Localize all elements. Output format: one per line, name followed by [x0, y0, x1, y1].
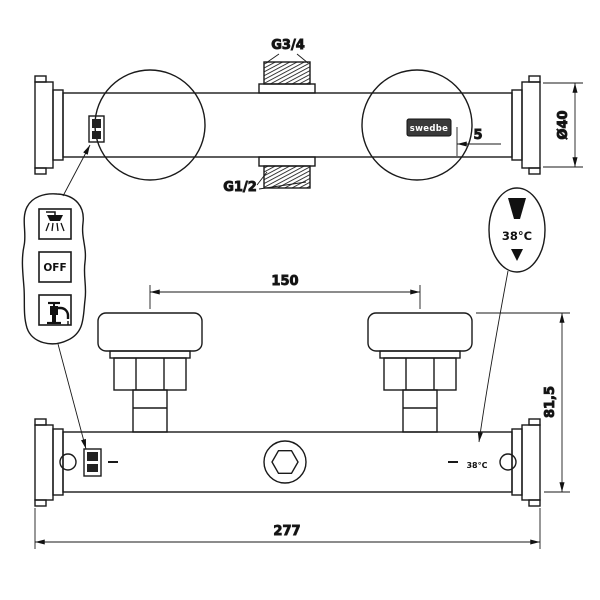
diverter-switch-mark-top	[92, 119, 101, 128]
mode-callout-balloon	[21, 193, 87, 345]
mode-leader-to-side-view	[62, 144, 91, 197]
right-connection-nut	[383, 357, 457, 391]
dim277-label: 277	[273, 524, 300, 539]
left-connection-lip	[109, 350, 191, 359]
dim815-label: 81,5	[543, 386, 558, 418]
right-escutcheon-tab-top	[528, 75, 541, 83]
bottom-thread-g12	[263, 165, 311, 189]
shower-icon	[45, 211, 65, 232]
thread-top-label: G3/4	[271, 38, 305, 53]
temperature-callout: 38°C	[477, 187, 546, 443]
left-screw-detail	[59, 453, 77, 471]
front-right-tab-top	[528, 418, 541, 426]
left-escutcheon-step	[52, 89, 64, 161]
brand-label: swedbe	[410, 124, 448, 134]
hex-socket-icon	[271, 450, 299, 474]
dim150-label: 150	[271, 274, 298, 289]
temp-callout-label: 38°C	[502, 229, 532, 243]
front-left-tab-top	[34, 418, 47, 426]
brand-plate-bg	[406, 118, 452, 137]
diverter-knob-front	[83, 448, 102, 477]
front-right-escutcheon	[521, 424, 541, 501]
left-connection-pipe	[132, 389, 168, 433]
g12-leader-left	[256, 171, 268, 186]
front-left-step	[52, 428, 64, 496]
g12-leader-right	[258, 181, 307, 190]
left-escutcheon	[34, 81, 54, 169]
center-cap-circle	[263, 440, 307, 484]
right-escutcheon	[521, 81, 541, 169]
temp-callout-balloon	[488, 187, 546, 273]
mixer-body-front	[62, 431, 513, 493]
mode-leader-to-front-view	[57, 343, 87, 450]
right-handle-circle	[361, 69, 473, 181]
front-left-tab-bottom	[34, 499, 47, 507]
diameter-dim-label: Ø40	[556, 110, 571, 139]
front-right-tab-bottom	[528, 499, 541, 507]
off-label: OFF	[43, 262, 66, 274]
left-escutcheon-tab-top	[34, 75, 47, 83]
side-view-dimensions: G3/4 G1/2 5 Ø40	[223, 38, 583, 195]
left-connection-flange	[97, 312, 203, 352]
right-connection-lip	[379, 350, 461, 359]
front-view-dimensions: 150 81,5 277	[34, 274, 570, 549]
temp-leader-to-front-view	[477, 270, 509, 443]
front-right-step	[511, 428, 523, 496]
mode-box-tap	[38, 294, 72, 326]
front-view	[34, 312, 541, 507]
top-thread-shoulder	[258, 83, 316, 94]
g34-leader-right	[296, 53, 309, 64]
diverter-knob-mark-bottom	[87, 464, 98, 472]
thread-bottom-label: G1/2	[223, 180, 257, 195]
left-escutcheon-tab-bottom	[34, 167, 47, 175]
temp-mark-label: 38°C	[466, 461, 487, 470]
right-connection-pipe	[402, 389, 438, 433]
right-escutcheon-tab-bottom	[528, 167, 541, 175]
mode-box-shower	[38, 208, 72, 240]
mode-selector-callout: OFF	[21, 144, 91, 450]
safety-stop-icon	[508, 198, 526, 219]
down-triangle-icon	[511, 249, 523, 261]
diverter-switch-mark-bottom	[92, 131, 101, 139]
top-thread-g34	[263, 61, 311, 85]
diverter-switch-side	[88, 115, 105, 143]
front-left-escutcheon	[34, 424, 54, 501]
left-handle-circle	[94, 69, 206, 181]
left-connection-nut	[113, 357, 187, 391]
right-escutcheon-step	[511, 89, 523, 161]
tap-icon	[47, 301, 70, 325]
mode-box-off	[38, 251, 72, 283]
right-screw-detail	[499, 453, 517, 471]
diverter-knob-mark-top	[87, 452, 98, 461]
brand-plate: swedbe	[406, 118, 452, 137]
right-connection-flange	[367, 312, 473, 352]
offset-dim-label: 5	[473, 128, 482, 143]
g34-leader-left	[265, 53, 280, 64]
side-view	[34, 61, 541, 189]
bottom-thread-shoulder	[258, 156, 316, 167]
